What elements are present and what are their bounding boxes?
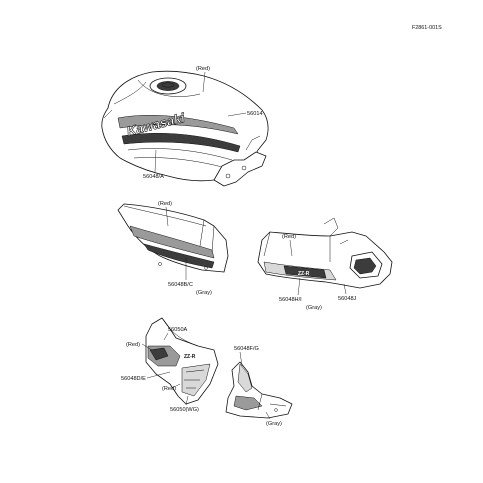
leader-lower-left-color <box>141 343 153 351</box>
lower-right-part-top: 56048F/G <box>234 346 259 352</box>
lower-left-part-top: 56050A <box>168 327 188 333</box>
lower-left-part-left: 56048D/E <box>121 376 146 382</box>
lower-left-color-mid: (Red) <box>162 386 176 392</box>
leader-lower-right-bottom <box>265 411 271 420</box>
leader-lower-right-top <box>239 351 243 367</box>
leader-tail-right <box>343 283 347 295</box>
lower-left-fairing-illustration: ZZ-R <box>145 317 219 405</box>
leader-side-cover-color <box>165 206 169 227</box>
side-cover-illustration <box>117 203 229 273</box>
lower-left-badge-text: ZZ-R <box>184 354 196 360</box>
lower-left-color-left: (Red) <box>126 342 140 348</box>
lower-right-color-bottom: (Gray) <box>266 421 282 427</box>
lower-right-fairing-illustration <box>225 361 293 419</box>
leader-tail-color <box>289 239 293 257</box>
leader-lower-left-bottom <box>185 395 189 406</box>
side-cover-color-top: (Red) <box>158 201 172 207</box>
tank-color-label: (Red) <box>196 66 210 72</box>
tail-color-bottom: (Gray) <box>306 305 322 311</box>
lower-left-part-bottom: 56050(WG) <box>170 407 199 413</box>
side-cover-color-bottom: (Gray) <box>196 290 212 296</box>
tail-cowl-illustration: ZZ-R <box>257 217 393 289</box>
tail-color-top: (Red) <box>282 234 296 240</box>
side-cover-part: 56048B/C <box>168 282 193 288</box>
fuel-tank-illustration: Kawasaki <box>101 70 269 187</box>
tank-part-lower: 56048/A <box>143 174 164 180</box>
leader-tank-main <box>227 112 247 117</box>
tail-badge-text: ZZ-R <box>298 271 310 277</box>
leader-lower-left-mid <box>171 383 181 389</box>
leader-tank-lower <box>154 149 157 173</box>
tank-part-main: 56014 <box>247 111 263 117</box>
leader-lower-left-part <box>146 371 171 379</box>
tail-part-left: 56048H/I <box>279 297 302 303</box>
figure-code: F2861-001S <box>412 25 442 31</box>
tail-part-right: 56048J <box>338 296 357 302</box>
leader-tank-color <box>202 71 206 93</box>
leader-tail-left <box>297 277 301 296</box>
leader-lower-left-top <box>163 332 169 341</box>
